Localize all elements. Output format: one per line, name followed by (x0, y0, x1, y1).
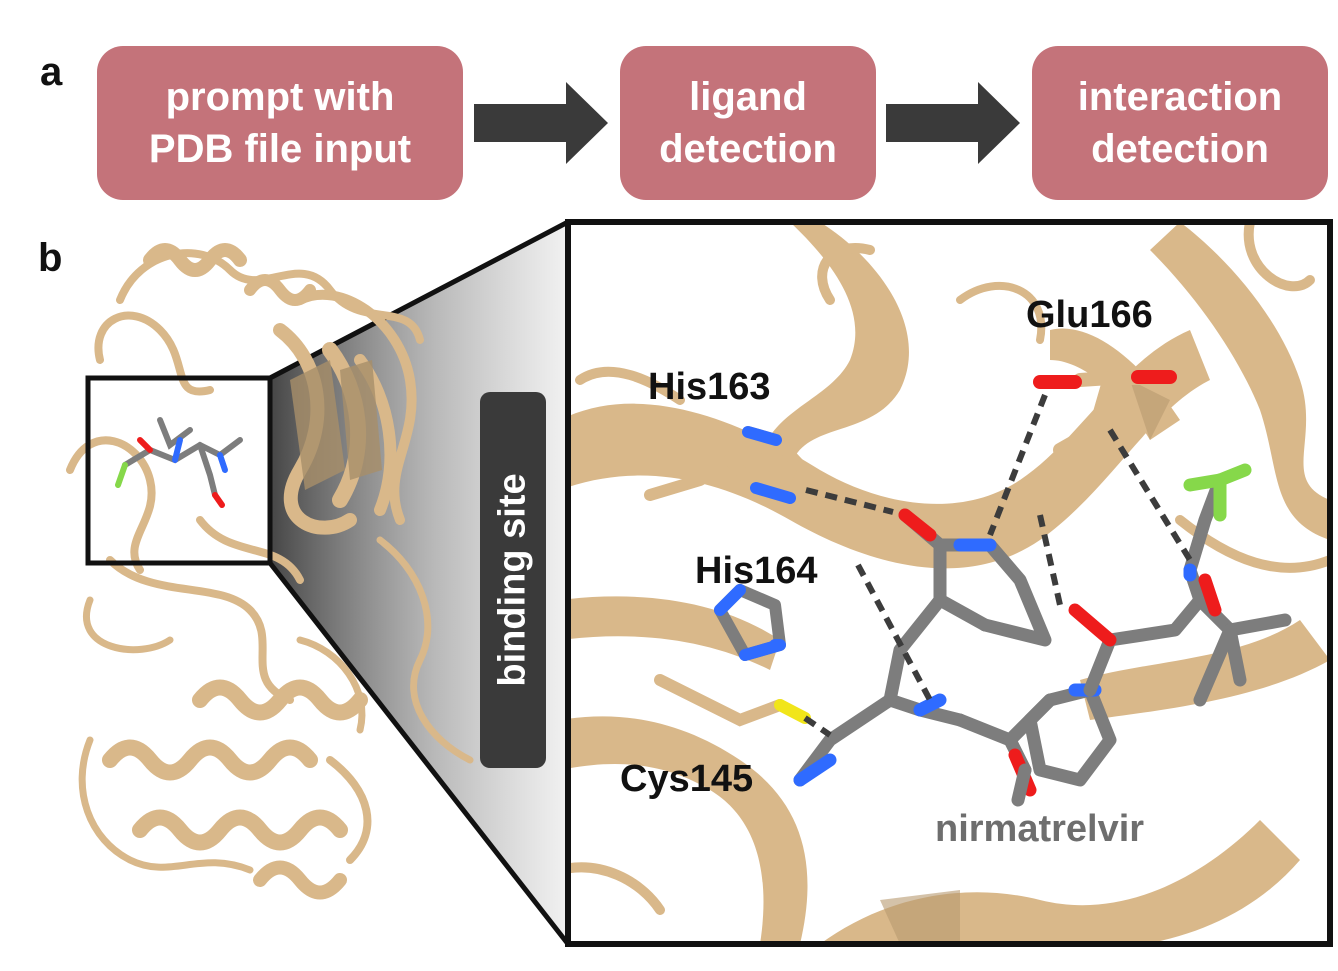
binding-site-label: binding site (491, 473, 534, 687)
residue-label-glu166: Glu166 (1026, 294, 1153, 336)
panel-label-a: a (40, 50, 63, 94)
binding-site-tag: binding site (480, 392, 546, 768)
residue-label-his164: His164 (695, 550, 818, 592)
workflow-step-interaction-detection: interaction detection (1032, 46, 1328, 200)
nirmatrelvir-ligand (793, 463, 1292, 807)
workflow-step-ligand-line1: ligand (689, 75, 807, 119)
his163-sidechain (644, 426, 810, 504)
residue-label-cys145: Cys145 (620, 758, 754, 800)
workflow-step-prompt: prompt with PDB file input (97, 46, 463, 200)
panel-label-b: b (38, 236, 63, 280)
protein-overview (66, 243, 474, 900)
workflow-arrow-1 (474, 82, 608, 164)
overview-ligand (115, 417, 243, 508)
ligand-label-nirmatrelvir: nirmatrelvir (935, 808, 1145, 850)
hydrogen-bonds (803, 393, 1193, 738)
zoom-panel-frame (565, 219, 1333, 947)
protein-overview-sheets (290, 360, 382, 490)
workflow-step-ligand-detection: ligand detection (620, 46, 876, 200)
workflow-step-interaction-line1: interaction (1077, 75, 1283, 119)
cys145-sidechain (654, 674, 811, 727)
workflow-step-ligand-line2: detection (659, 127, 837, 171)
workflow-step-prompt-line2: PDB file input (148, 127, 412, 171)
overview-selection-box (85, 375, 273, 566)
workflow-step-interaction-line2: detection (1091, 127, 1269, 171)
residue-label-his163: His163 (648, 366, 771, 408)
workflow-step-prompt-line1: prompt with (165, 75, 395, 119)
workflow-arrow-2 (886, 82, 1020, 164)
glu166-sidechain (1033, 370, 1177, 457)
zoom-protein-ribbons (568, 222, 1330, 944)
his164-sidechain (714, 584, 786, 661)
